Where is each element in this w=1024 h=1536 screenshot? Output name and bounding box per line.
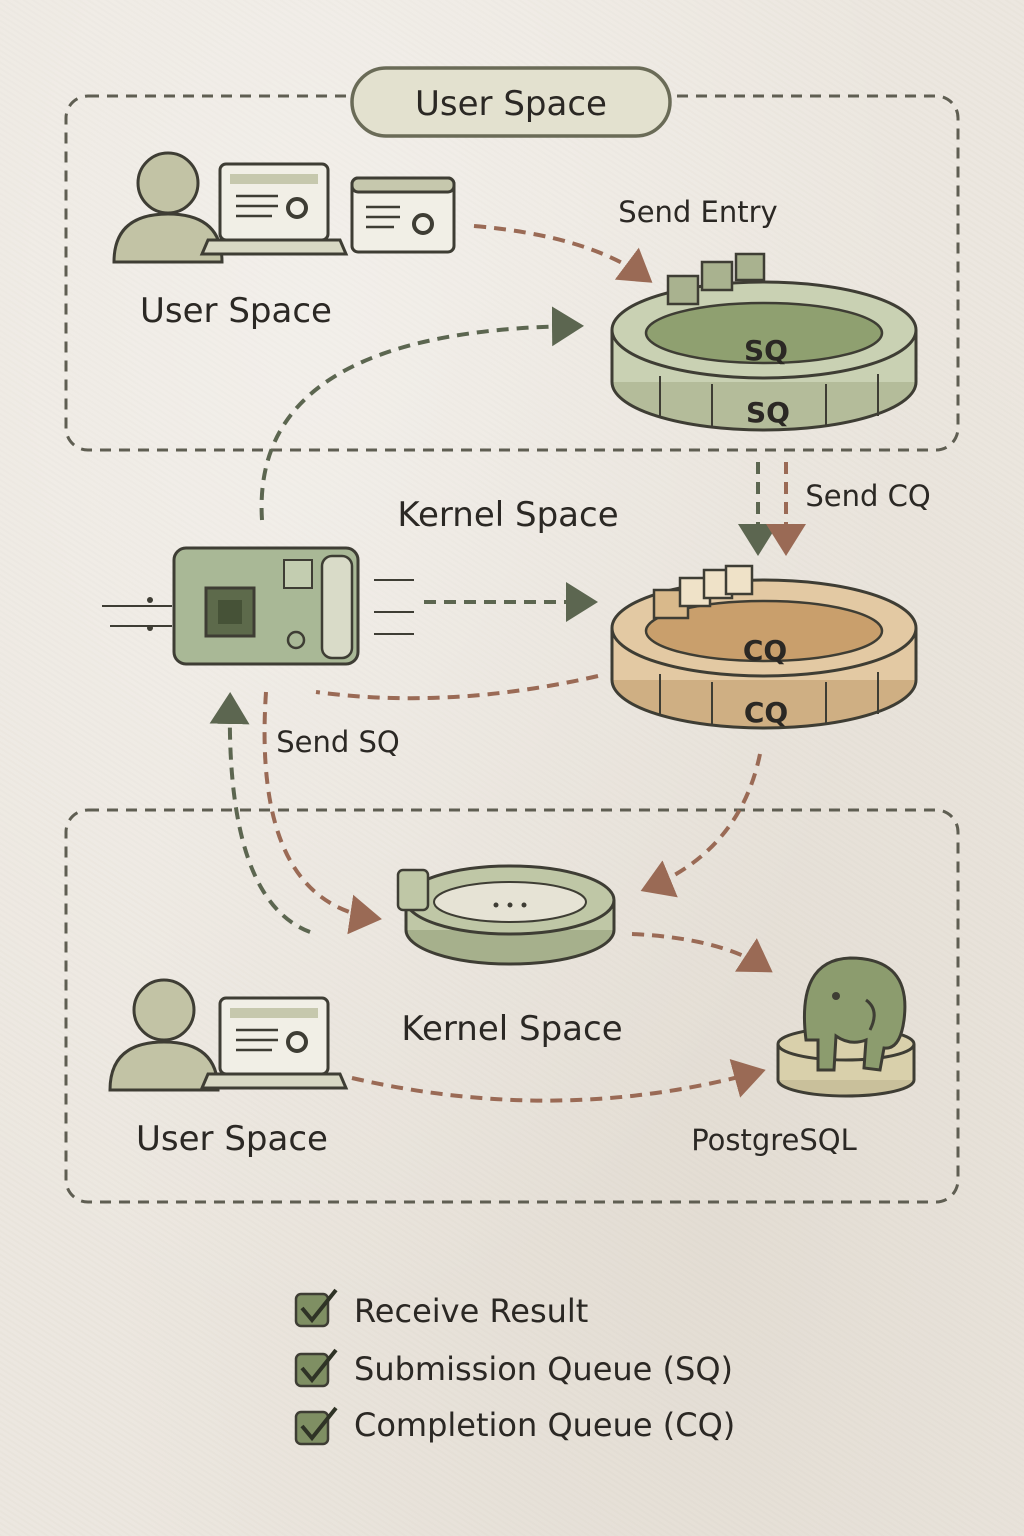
laptop-icon-bottom — [199, 996, 349, 1090]
legend-item: Submission Queue (SQ) — [294, 1348, 733, 1388]
sq-outer-label: SQ — [746, 396, 790, 429]
postgresql-label: PostgreSQL — [691, 1123, 857, 1157]
legend-item: Receive Result — [294, 1288, 588, 1330]
arrow-cq-to-ring — [640, 753, 762, 898]
user-space-panel-bottom — [64, 808, 960, 1204]
send-sq-label: Send SQ — [276, 725, 400, 759]
bottom-user-space-label: User Space — [136, 1119, 328, 1159]
cq-outer-label: CQ — [744, 696, 788, 729]
legend-item-label: Completion Queue (CQ) — [354, 1406, 735, 1444]
laptop-icon — [199, 162, 349, 256]
user-avatar-icon-bottom — [108, 978, 220, 1092]
postgresql-elephant-icon — [776, 956, 916, 1098]
app-window-icon — [350, 176, 456, 254]
checkbox-icon — [294, 1352, 330, 1388]
arrow-send-entry — [473, 224, 653, 283]
legend-item: Completion Queue (CQ) — [294, 1406, 735, 1446]
kernel-space-label-bottom: Kernel Space — [401, 1009, 622, 1049]
arrow-board-to-sq — [259, 306, 584, 521]
arrow-board-to-ring-red — [262, 691, 382, 935]
completion-queue-ring — [610, 564, 918, 730]
top-user-space-label: User Space — [140, 291, 332, 331]
kernel-board-icon — [102, 546, 414, 666]
checkbox-icon — [294, 1292, 330, 1328]
submission-queue-ring — [610, 252, 918, 432]
kernel-ring-small — [396, 864, 616, 966]
legend-item-label: Receive Result — [354, 1292, 588, 1330]
title-pill: User Space — [350, 66, 672, 138]
send-entry-label: Send Entry — [618, 195, 777, 229]
legend: Receive Result Submission Queue (SQ) Com… — [294, 1288, 735, 1446]
arrow-user-to-postgres — [351, 1059, 766, 1103]
cq-inner-label: CQ — [743, 634, 787, 667]
kernel-space-label-top: Kernel Space — [397, 495, 618, 535]
user-avatar-icon — [112, 151, 224, 264]
arrow-ring-to-board-green — [209, 692, 311, 934]
send-cq-label: Send CQ — [805, 479, 930, 513]
arrow-cq-to-board — [315, 674, 599, 701]
checkbox-icon — [294, 1410, 330, 1446]
legend-item-label: Submission Queue (SQ) — [354, 1350, 733, 1388]
arrow-ring-to-postgres — [631, 932, 773, 973]
sq-inner-label: SQ — [744, 334, 788, 367]
title-pill-label: User Space — [415, 84, 607, 124]
